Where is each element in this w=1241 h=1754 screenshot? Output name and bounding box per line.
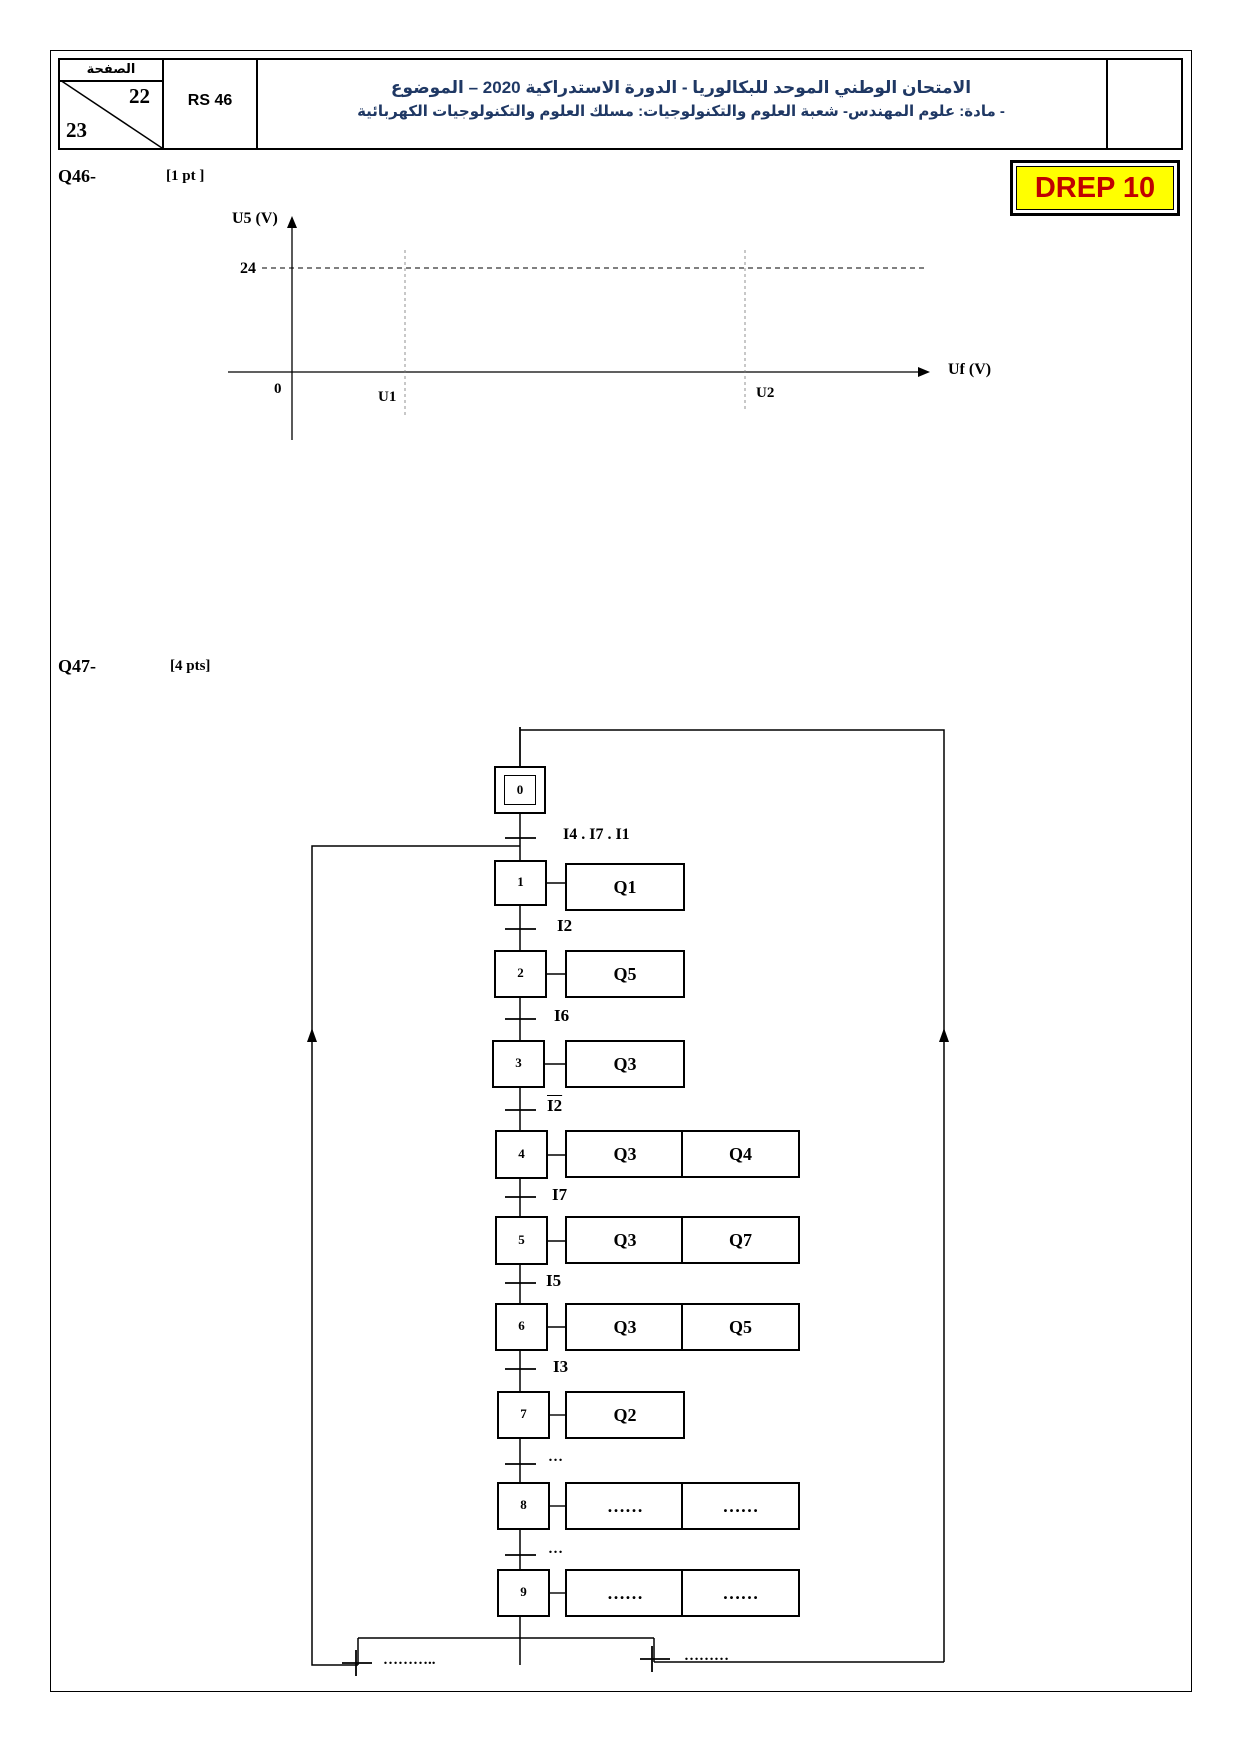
title-cell: الامتحان الوطني الموحد للبكالوريا - الدو… <box>258 60 1108 148</box>
grafcet-step-2: 2 <box>494 950 547 998</box>
page-current: 22 <box>129 84 150 108</box>
q46-label: Q46- <box>58 166 96 186</box>
step-8-action-2: …… <box>681 1482 800 1530</box>
grafcet-step-8: 8 <box>497 1482 550 1530</box>
transition-8-9: … <box>548 1541 563 1557</box>
step-3-action-1: Q3 <box>565 1040 685 1088</box>
grafcet-step-1: 1 <box>494 860 547 906</box>
grafcet-step-4: 4 <box>495 1130 548 1179</box>
page-frame <box>50 50 1192 1692</box>
grafcet-initial-step: 0 <box>494 766 546 814</box>
page-diagonal <box>60 80 162 148</box>
x-tick-label-u1: U1 <box>378 389 397 405</box>
y-tick-label: 24 <box>240 260 256 277</box>
step-7-action-1: Q2 <box>565 1391 685 1439</box>
exam-title: الامتحان الوطني الموحد للبكالوريا - الدو… <box>390 78 972 97</box>
step-6-action-2: Q5 <box>681 1303 800 1351</box>
branch-transition-right: ……… <box>684 1648 729 1664</box>
y-axis-label: U5 (V) <box>232 210 278 227</box>
y-axis-arrow <box>287 216 297 228</box>
transition-7-8: … <box>548 1449 563 1465</box>
x-tick-label-u2: U2 <box>756 385 775 401</box>
step-9-action-2: …… <box>681 1569 800 1617</box>
step-number: 2 <box>517 965 524 980</box>
step-number: 9 <box>520 1584 527 1599</box>
grafcet-step-6: 6 <box>495 1303 548 1351</box>
step-number: 6 <box>518 1318 525 1333</box>
step-number: 5 <box>518 1232 525 1247</box>
page-total: 23 <box>66 118 87 142</box>
step-9-action-1: …… <box>565 1569 685 1617</box>
transition-0-1: I4 . I7 . I1 <box>563 826 630 843</box>
drep-badge-text: DREP 10 <box>1016 166 1174 210</box>
exam-subtitle: - مادة: علوم المهندس- شعبة العلوم والتكن… <box>357 103 1005 120</box>
exam-header: الصفحة 22 23 RS 46 الامتحان الوطني الموح… <box>58 58 1183 150</box>
transition-5-6: I5 <box>546 1271 562 1290</box>
code-cell: RS 46 <box>164 60 258 148</box>
grafcet-step-3: 3 <box>492 1040 545 1088</box>
branch-transition-left: ……….. <box>383 1652 436 1668</box>
x-axis-arrow <box>918 367 930 377</box>
transition-3-4: I2 <box>547 1096 563 1115</box>
step-number: 7 <box>520 1406 527 1421</box>
grafcet-step-5: 5 <box>495 1216 548 1265</box>
grafcet-step-9: 9 <box>497 1569 550 1617</box>
transition-2-3: I6 <box>554 1006 570 1025</box>
step-2-action-1: Q5 <box>565 950 685 998</box>
drep-badge: DREP 10 <box>1010 160 1180 216</box>
step-4-action-2: Q4 <box>681 1130 800 1178</box>
page-label: الصفحة <box>86 61 136 76</box>
step-number: 8 <box>520 1497 527 1512</box>
transition-1-2: I2 <box>557 916 573 935</box>
transition-4-5: I7 <box>552 1185 568 1204</box>
q47-label: Q47- <box>58 656 96 676</box>
step-number: 1 <box>517 874 524 889</box>
x-axis-label: Uf (V) <box>948 361 992 378</box>
grafcet-step-7: 7 <box>497 1391 550 1439</box>
transition-6-7: I3 <box>553 1357 569 1376</box>
initial-step-number: 0 <box>504 775 536 805</box>
step-5-action-1: Q3 <box>565 1216 685 1264</box>
step-6-action-1: Q3 <box>565 1303 685 1351</box>
step-1-action-1: Q1 <box>565 863 685 911</box>
step-5-action-2: Q7 <box>681 1216 800 1264</box>
q46-points: [1 pt ] <box>166 168 205 184</box>
step-number: 4 <box>518 1146 525 1161</box>
exam-code: RS 46 <box>187 92 233 109</box>
origin-label: 0 <box>274 381 282 397</box>
step-4-action-1: Q3 <box>565 1130 685 1178</box>
page-number-cell: الصفحة 22 23 <box>60 60 164 148</box>
step-number: 3 <box>515 1055 522 1070</box>
q47-points: [4 pts] <box>170 658 211 674</box>
step-8-action-1: …… <box>565 1482 685 1530</box>
